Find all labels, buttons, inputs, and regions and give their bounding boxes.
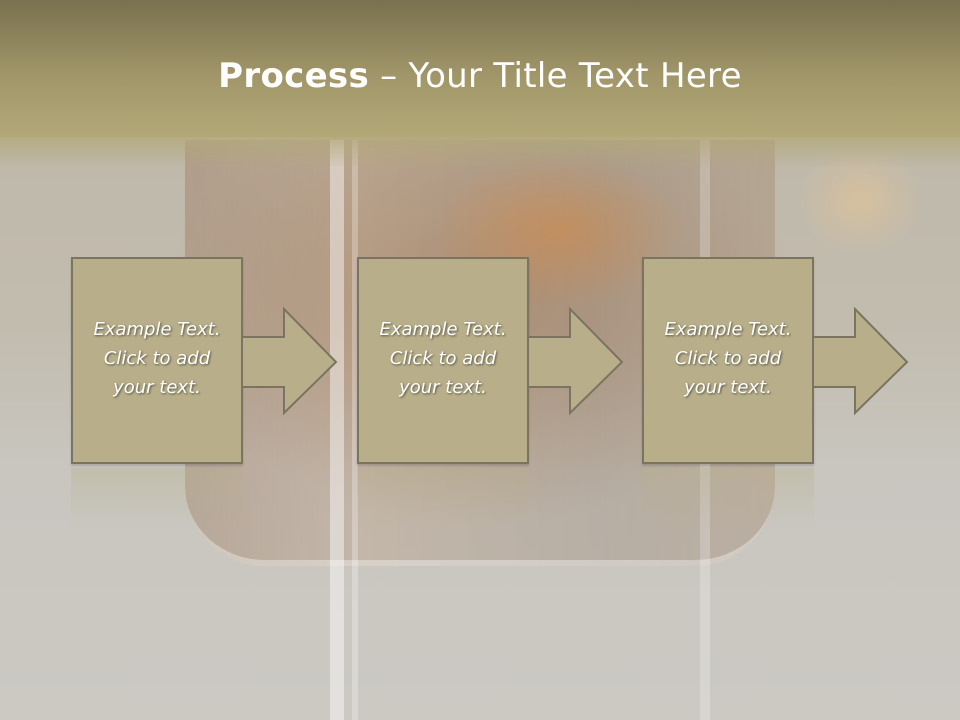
title-rest: – Your Title Text Here	[369, 56, 742, 96]
step-box-1[interactable]: Example Text. Click to add your text.	[71, 257, 243, 464]
step-reflection	[642, 468, 814, 528]
step-box-2[interactable]: Example Text. Click to add your text.	[357, 257, 529, 464]
light-streak	[330, 140, 344, 720]
title-bar-fade	[0, 137, 960, 167]
step-reflection	[71, 468, 243, 528]
step-text: Example Text. Click to add your text.	[379, 319, 507, 398]
step-text: Example Text. Click to add your text.	[664, 319, 792, 398]
right-arrow-icon[interactable]	[526, 307, 626, 417]
title-bar	[0, 0, 960, 137]
slide-title[interactable]: Process – Your Title Text Here	[0, 56, 960, 96]
step-text: Example Text. Click to add your text.	[93, 319, 221, 398]
step-reflection	[357, 468, 529, 528]
title-bold: Process	[218, 56, 370, 96]
right-arrow-icon[interactable]	[811, 307, 911, 417]
right-arrow-icon[interactable]	[240, 307, 340, 417]
light-streak	[352, 140, 358, 720]
step-box-3[interactable]: Example Text. Click to add your text.	[642, 257, 814, 464]
